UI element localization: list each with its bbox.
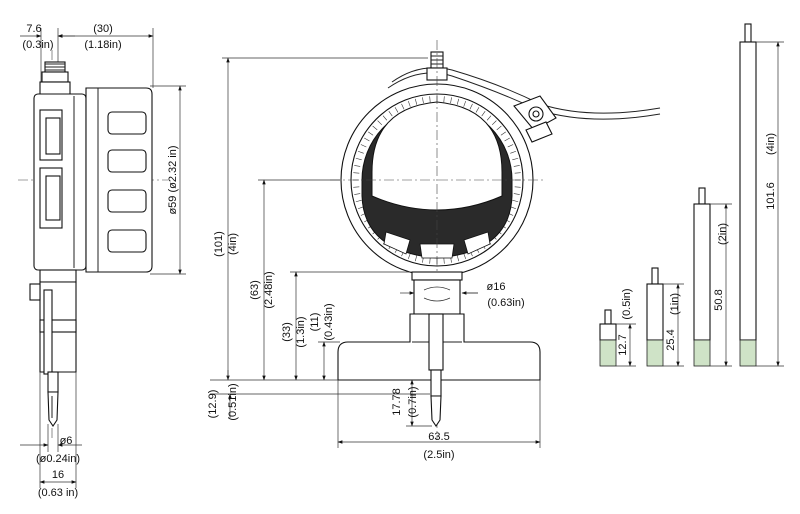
dim-width: 16 (52, 469, 64, 481)
dim-mid: (33) (281, 322, 293, 342)
rod-2-length-in: (1in) (669, 293, 681, 315)
extension-rod-25-4 (646, 267, 684, 367)
rod-4-length-in: (4in) (765, 133, 777, 155)
rod-1-length: 12.7 (617, 334, 629, 355)
dim-rod: 17.78 (391, 388, 403, 416)
dim-neck-in: (0.63in) (487, 297, 524, 309)
dim-center-height-in: (2.48in) (263, 271, 275, 308)
dim-top-large: (30) (93, 23, 113, 35)
side-view (18, 28, 186, 488)
rod-1-length-in: (0.5in) (621, 288, 633, 319)
dim-base-width-in: (2.5in) (423, 449, 454, 461)
dim-neck: ø16 (487, 281, 506, 293)
dim-base-width: 63.5 (428, 431, 449, 443)
rod-3-length-in: (2in) (717, 223, 729, 245)
extension-rod-101-6 (739, 23, 784, 367)
dim-center-height: (63) (249, 280, 261, 300)
dim-top-large-in: (1.18in) (84, 39, 121, 51)
dim-base-top: (11) (309, 313, 321, 332)
dim-width-in: (0.63 in) (38, 487, 78, 499)
extension-rods (599, 23, 784, 367)
dim-base-in: (0.51in) (227, 383, 239, 420)
dim-total-height-in: (4in) (227, 233, 239, 255)
dim-total-height: (101) (213, 231, 225, 257)
extension-rod-50-8 (693, 187, 732, 367)
dim-mid-in: (1.3in) (295, 316, 307, 347)
rod-2-length: 25.4 (665, 329, 677, 350)
dim-stem-in: (ø0.24in) (36, 453, 80, 465)
rod-3-length: 50.8 (713, 289, 725, 310)
dim-diameter: ø59 (ø2.32 in) (167, 145, 179, 214)
dimension-labels: 7.6 (0.3in) (30) (1.18in) ø59 (ø2.32 in)… (22, 23, 777, 499)
rod-4-length: 101.6 (765, 182, 777, 210)
front-view (210, 40, 661, 448)
dim-top-small: 7.6 (26, 23, 41, 35)
dim-base-top-in: (0.43in) (323, 303, 335, 340)
dim-base: (12.9) (207, 390, 219, 419)
dim-stem: ø6 (60, 435, 73, 447)
dim-top-small-in: (0.3in) (22, 39, 53, 51)
dim-rod-in: (0.7in) (407, 386, 419, 417)
extension-rod-12-7 (599, 309, 636, 367)
